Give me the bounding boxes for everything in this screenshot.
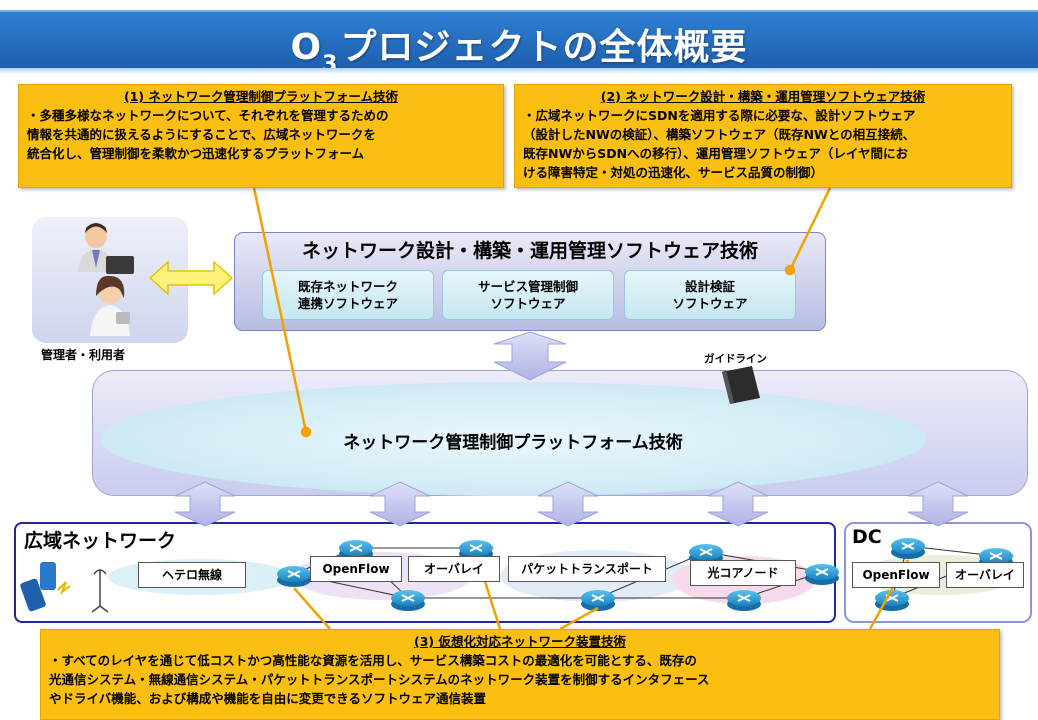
callout-body: ・広域ネットワークにSDNを適用する際に必要な、設計ソフトウェア （設計したNW… — [523, 108, 916, 180]
platform-network-arrows — [174, 481, 969, 527]
router-icon — [875, 590, 909, 611]
callout-software-technology: (2) ネットワーク設計・構築・運用管理ソフトウェア技術 ・広域ネットワークにS… — [514, 84, 1012, 188]
title-banner: O3プロジェクトの全体概要 — [0, 10, 1038, 77]
callout-title: (2) ネットワーク設計・構築・運用管理ソフトウェア技術 — [600, 89, 926, 104]
router-icon — [277, 566, 311, 587]
page-title: O3プロジェクトの全体概要 — [290, 27, 748, 77]
optical-core-node-box: 光コアノード — [690, 560, 796, 586]
platform-tier-label: ネットワーク管理制御プラットフォーム技術 — [343, 433, 683, 453]
callout-title: (3) 仮想化対応ネットワーク装置技術 — [414, 634, 626, 649]
sw-box-line: サービス管理制御 — [477, 279, 578, 294]
callout-body: ・多種多様なネットワークについて、それぞれを管理するための 情報を共通的に扱える… — [27, 108, 389, 161]
design-verification-software-box: 設計検証 ソフトウェア — [624, 270, 796, 320]
callout-platform-technology: (1) ネットワーク管理制御プラットフォーム技術 ・多種多様なネットワークについ… — [18, 84, 504, 188]
mobile-phones-icon — [20, 562, 71, 612]
overlay-wan-box: オーバレイ — [408, 556, 500, 582]
router-icon — [805, 564, 839, 585]
sw-box-line: 設計検証 — [684, 279, 735, 294]
router-icon — [581, 590, 615, 611]
sw-box-line: ソフトウェア — [490, 296, 566, 311]
users-label: 管理者・利用者 — [40, 348, 125, 362]
guideline-book-icon — [722, 366, 760, 404]
callout-device-technology: (3) 仮想化対応ネットワーク装置技術 ・すべてのレイヤを通じて低コストかつ高性… — [40, 629, 1000, 720]
guideline-label: ガイドライン — [704, 353, 767, 365]
service-control-software-box: サービス管理制御 ソフトウェア — [442, 270, 614, 320]
sw-box-line: 連携ソフトウェア — [297, 296, 398, 311]
sw-box-line: ソフトウェア — [672, 296, 748, 311]
packet-transport-box: パケットトランスポート — [508, 556, 666, 582]
wide-area-network-label: 広域ネットワーク — [24, 530, 177, 552]
manager-person-icon — [78, 223, 134, 274]
router-icon — [727, 590, 761, 611]
datacenter-label: DC — [852, 526, 882, 548]
hetero-wireless-box: ヘテロ無線 — [138, 562, 246, 588]
router-icon — [391, 590, 425, 611]
callout-body: ・すべてのレイヤを通じて低コストかつ高性能な資源を活用し、サービス構築コストの最… — [49, 653, 710, 706]
software-platform-double-arrow — [493, 331, 567, 381]
overlay-dc-box: オーバレイ — [946, 562, 1024, 588]
user-person-icon — [90, 275, 130, 336]
openflow-dc-box: OpenFlow — [852, 562, 940, 588]
antenna-tower-icon — [91, 569, 109, 613]
openflow-wan-box: OpenFlow — [310, 556, 402, 582]
platform-ellipse — [100, 382, 926, 496]
callout-title: (1) ネットワーク管理制御プラットフォーム技術 — [123, 89, 399, 104]
router-icon — [891, 538, 925, 559]
sw-box-line: 既存ネットワーク — [297, 279, 398, 294]
existing-network-software-box: 既存ネットワーク 連携ソフトウェア — [262, 270, 434, 320]
title-underline — [0, 68, 1038, 74]
user-software-double-arrow — [148, 260, 234, 296]
software-tier-title: ネットワーク設計・構築・運用管理ソフトウェア技術 — [301, 240, 758, 262]
